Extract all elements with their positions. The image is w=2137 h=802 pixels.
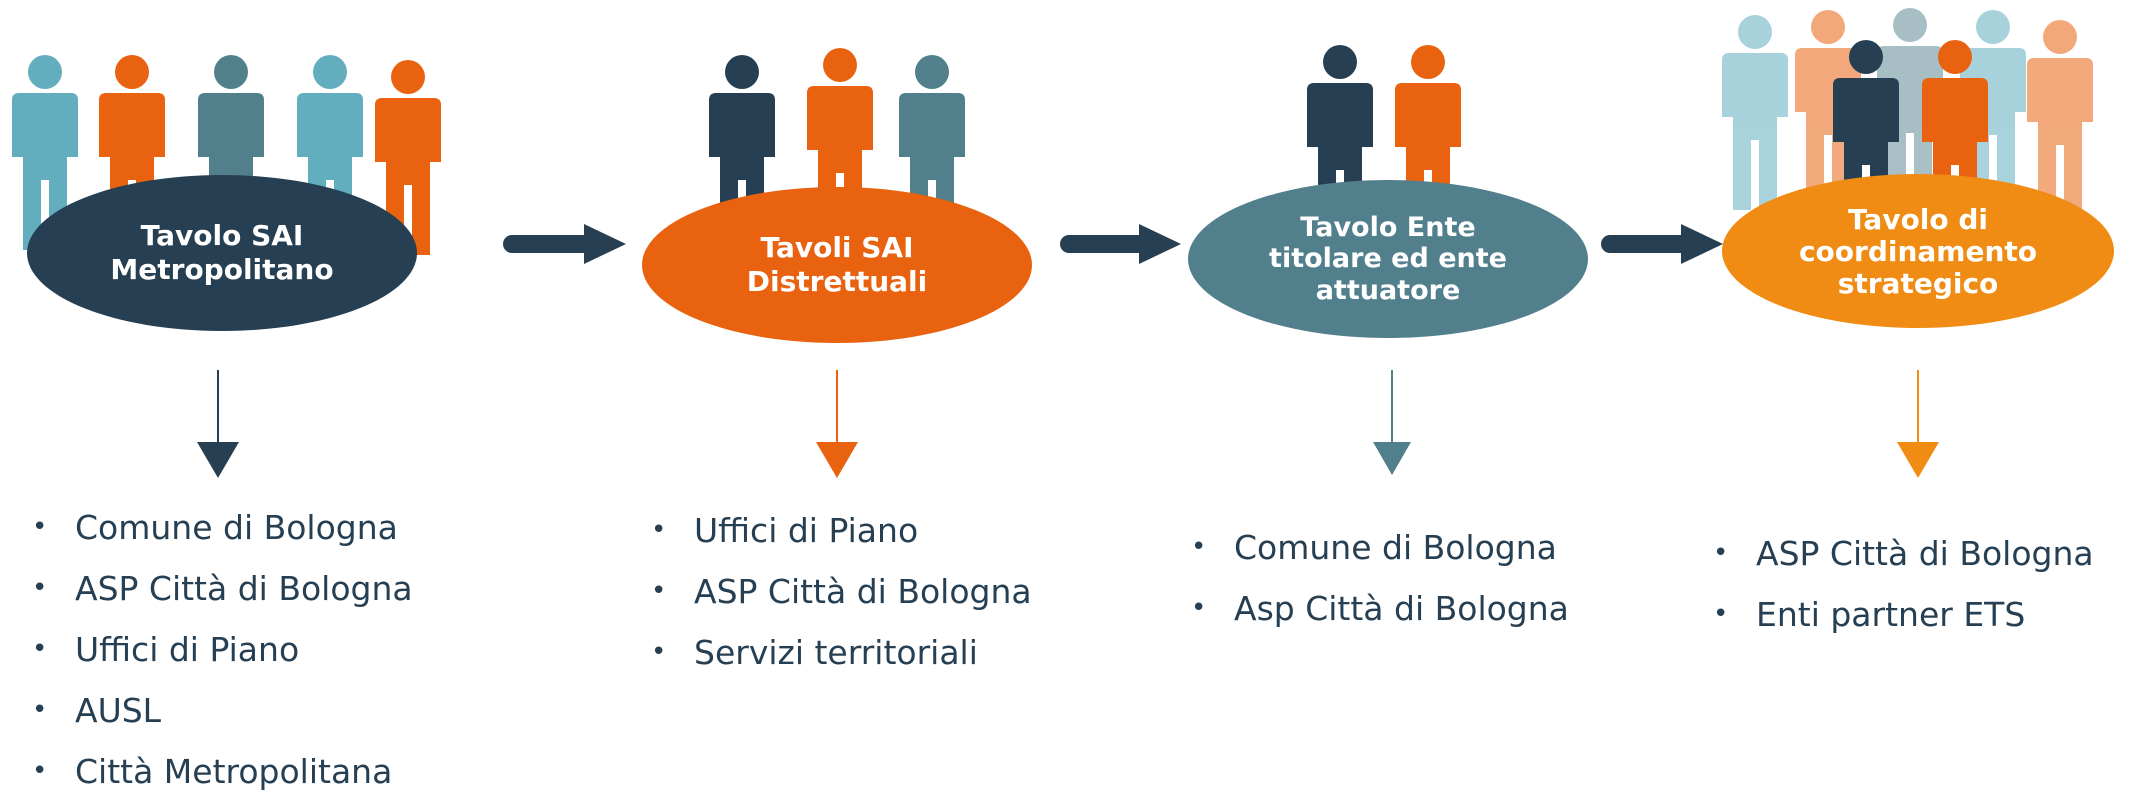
bullet-icon: • xyxy=(32,512,48,542)
list-item-label: Asp Città di Bologna xyxy=(1234,589,1569,628)
stage-1-title: Tavolo SAI Metropolitano xyxy=(32,200,412,306)
list-item-label: Uffici di Piano xyxy=(694,511,919,550)
bullet-icon: • xyxy=(651,576,667,606)
bullet-icon: • xyxy=(1191,532,1207,562)
list-item-label: ASP Città di Bologna xyxy=(75,569,413,608)
stage-3-title-line: attuatore xyxy=(1315,274,1461,306)
list-item: • Uffici di Piano xyxy=(646,500,1032,561)
list-item-label: Città Metropolitana xyxy=(75,752,393,791)
list-item-label: Enti partner ETS xyxy=(1756,595,2026,634)
down-arrow-icon xyxy=(816,370,858,478)
list-item: • Comune di Bologna xyxy=(1186,517,1569,578)
person-icon xyxy=(1722,15,1788,210)
list-item: • ASP Città di Bologna xyxy=(27,558,413,619)
list-item-label: Servizi territoriali xyxy=(694,633,978,672)
list-item-label: Comune di Bologna xyxy=(1234,528,1557,567)
list-item: • Asp Città di Bologna xyxy=(1186,578,1569,639)
bullet-icon: • xyxy=(1713,599,1729,629)
stage-2-title-line: Tavoli SAI xyxy=(760,231,914,265)
stage-4-title-line: strategico xyxy=(1837,267,1999,301)
stage-1-list: • Comune di Bologna • ASP Città di Bologna… xyxy=(27,497,413,802)
stage-3-list: • Comune di Bologna • Asp Città di Bologna xyxy=(1186,517,1569,639)
stage-2-ellipse xyxy=(642,187,1032,343)
list-item-label: ASP Città di Bologna xyxy=(1756,534,2094,573)
list-item: • ASP Città di Bologna xyxy=(1708,523,2094,584)
bullet-icon: • xyxy=(1713,538,1729,568)
stage-4-ellipse xyxy=(1722,174,2114,328)
stage-4-list: • ASP Città di Bologna • Enti partner ETS xyxy=(1708,523,2094,645)
stage-2-title-line: Distrettuali xyxy=(746,265,928,298)
stage-3-title: Tavolo Ente titolare ed ente attuatore xyxy=(1198,199,1578,319)
stage-2-title: Tavoli SAI Distrettuali xyxy=(647,212,1027,318)
list-item: • AUSL xyxy=(27,680,413,741)
list-item: • Enti partner ETS xyxy=(1708,584,2094,645)
list-item: • Servizi territoriali xyxy=(646,622,1032,683)
down-arrow-icon xyxy=(1897,370,1939,478)
stage-4-title-line: coordinamento xyxy=(1798,234,2038,268)
stage-1-title-line: Metropolitano xyxy=(110,253,334,286)
list-item: • ASP Città di Bologna xyxy=(646,561,1032,622)
list-item: • Città Metropolitana xyxy=(27,741,413,802)
person-icon xyxy=(2027,20,2093,215)
list-item-label: Comune di Bologna xyxy=(75,508,398,547)
bullet-icon: • xyxy=(1191,593,1207,623)
down-arrow-icon xyxy=(197,370,239,478)
list-item-label: AUSL xyxy=(75,691,162,730)
flow-arrow-1 xyxy=(503,224,626,264)
stage-3-title-line: Tavolo Ente xyxy=(1300,212,1476,244)
stage-1-ellipse xyxy=(27,175,417,331)
bullet-icon: • xyxy=(651,515,667,545)
bullet-icon: • xyxy=(651,637,667,667)
stage-4-title: Tavolo di coordinamento strategico xyxy=(1728,192,2108,312)
stage-1-title-line: Tavolo SAI xyxy=(140,219,304,253)
stage-4-title-line: Tavolo di xyxy=(1847,202,1989,236)
down-arrow-icon xyxy=(1373,370,1411,475)
stage-2-list: • Uffici di Piano • ASP Città di Bologna •… xyxy=(646,500,1032,683)
flow-arrow-2 xyxy=(1060,224,1181,264)
bullet-icon: • xyxy=(32,756,48,786)
flow-arrow-3 xyxy=(1601,224,1723,264)
bullet-icon: • xyxy=(32,634,48,664)
stage-3-ellipse xyxy=(1188,180,1588,338)
bullet-icon: • xyxy=(32,695,48,725)
list-item-label: ASP Città di Bologna xyxy=(694,572,1032,611)
list-item-label: Uffici di Piano xyxy=(75,630,300,669)
bullet-icon: • xyxy=(32,573,48,603)
list-item: • Uffici di Piano xyxy=(27,619,413,680)
list-item: • Comune di Bologna xyxy=(27,497,413,558)
stage-3-title-line: titolare ed ente xyxy=(1269,243,1507,275)
